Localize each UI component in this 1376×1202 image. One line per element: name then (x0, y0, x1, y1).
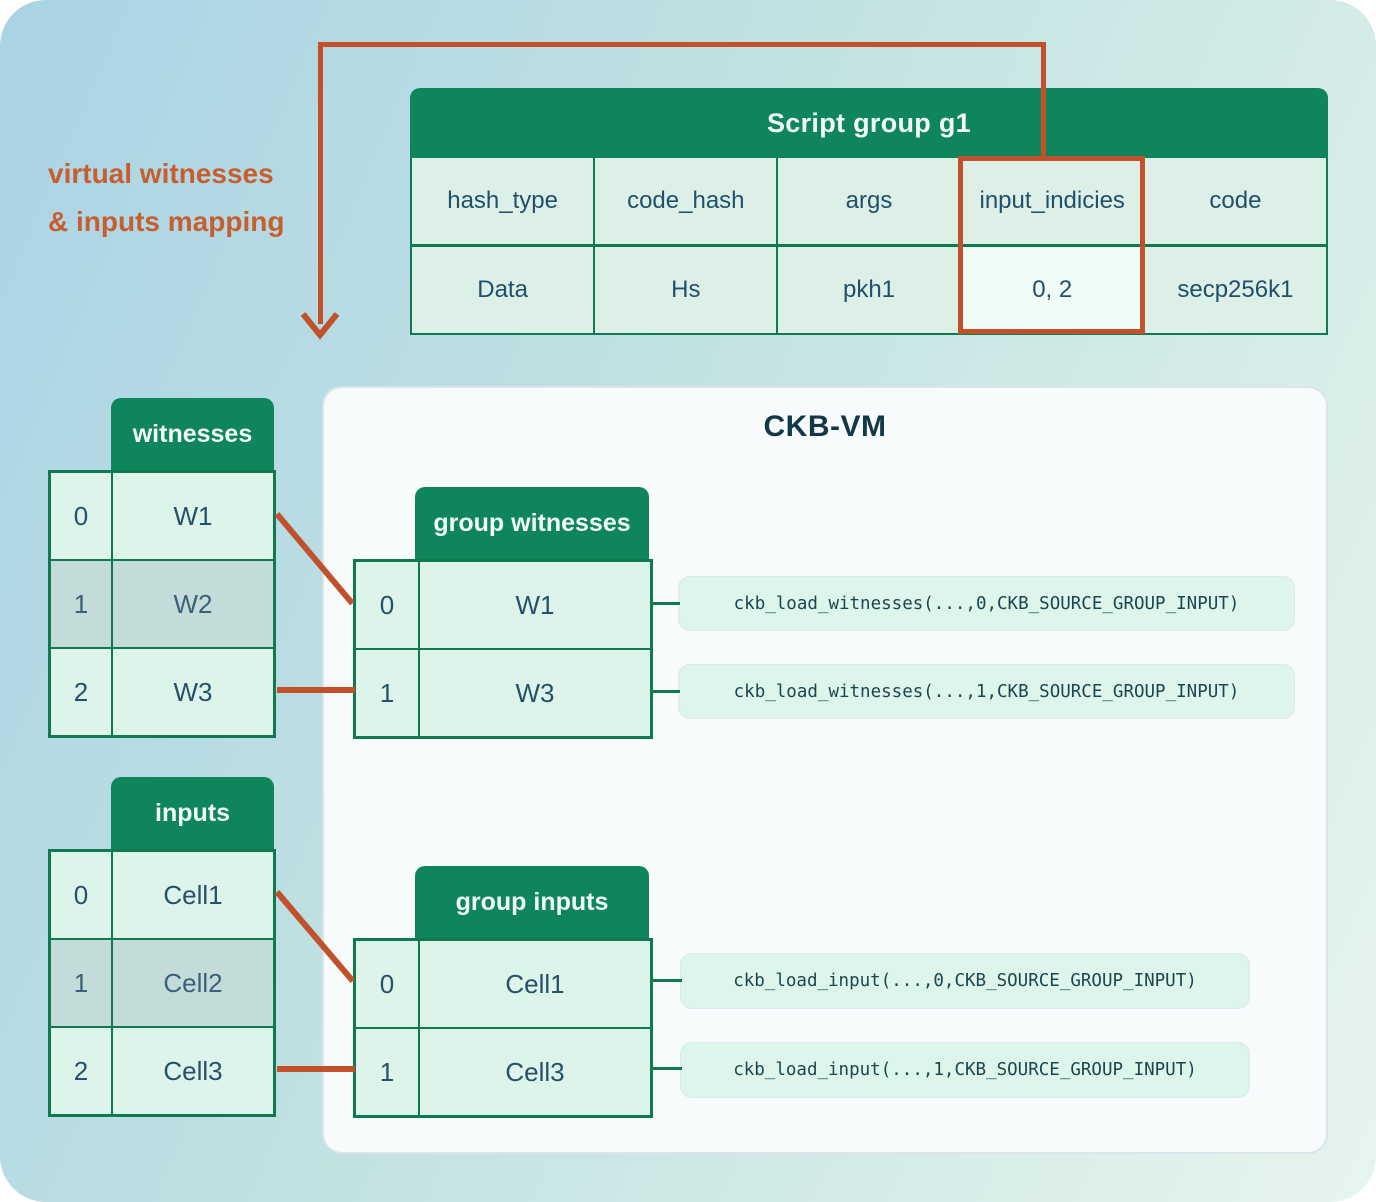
input-syscall-1: ckb_load_input(...,1,CKB_SOURCE_GROUP_IN… (680, 1042, 1250, 1098)
mapping-line-left (318, 42, 323, 324)
inputs-row2-index: 2 (51, 1028, 111, 1114)
witnesses-row2-value: W3 (113, 649, 273, 735)
witnesses-row0-value: W1 (113, 473, 273, 559)
mapping-annotation-line2: & inputs mapping (48, 206, 285, 237)
group-inputs-row0-index: 0 (356, 941, 418, 1027)
value-code: secp256k1 (1144, 247, 1327, 333)
inputs-table-body: 0 Cell1 1 Cell2 2 Cell3 (48, 849, 276, 1117)
inputs-row1-index: 1 (51, 940, 111, 1026)
mapping-annotation: virtual witnesses & inputs mapping (48, 150, 284, 246)
inputs-table-title: inputs (111, 777, 274, 849)
ckb-vm-title: CKB-VM (763, 410, 887, 443)
connector-input-0 (652, 979, 682, 982)
inputs-row0-index: 0 (51, 852, 111, 938)
group-witnesses-body: 0 W1 1 W3 (353, 559, 653, 739)
value-code-hash: Hs (595, 247, 779, 333)
witness-syscall-1: ckb_load_witnesses(...,1,CKB_SOURCE_GROU… (678, 664, 1295, 719)
column-code: code (1144, 158, 1327, 244)
connector-witness-1 (650, 690, 680, 693)
group-inputs-row1-index: 1 (356, 1029, 418, 1115)
witnesses-row2-index: 2 (51, 649, 111, 735)
group-witnesses-row1-value: W3 (420, 650, 650, 736)
group-inputs-row1-value: Cell3 (420, 1029, 650, 1115)
column-code-hash: code_hash (595, 158, 779, 244)
column-args: args (778, 158, 962, 244)
script-group-grid: hash_type code_hash args input_indicies … (410, 158, 1328, 335)
input-syscall-0: ckb_load_input(...,0,CKB_SOURCE_GROUP_IN… (680, 953, 1250, 1009)
mapping-annotation-line1: virtual witnesses (48, 158, 274, 189)
script-group-title: Script group g1 (410, 88, 1328, 158)
value-hash-type: Data (412, 247, 596, 333)
connector-input-1 (652, 1067, 682, 1070)
group-witnesses-row1-index: 1 (356, 650, 418, 736)
group-inputs-title: group inputs (415, 866, 649, 938)
mapping-w3-to-group (277, 687, 355, 693)
script-group-header-row: hash_type code_hash args input_indicies … (412, 158, 1327, 247)
group-witnesses-row0-value: W1 (420, 562, 650, 648)
mapping-line-right (1041, 42, 1046, 158)
witnesses-row1-value: W2 (113, 561, 273, 647)
mapping-arrowhead-icon (300, 312, 340, 340)
column-input-indicies: input_indicies (961, 158, 1145, 244)
group-witnesses-title: group witnesses (415, 487, 649, 559)
mapping-cell3-to-group (277, 1066, 355, 1072)
inputs-row1-value: Cell2 (113, 940, 273, 1026)
witnesses-row0-index: 0 (51, 473, 111, 559)
group-witnesses-row0-index: 0 (356, 562, 418, 648)
witnesses-table-body: 0 W1 1 W2 2 W3 (48, 470, 276, 738)
mapping-line-top (318, 42, 1046, 47)
script-group-table: Script group g1 hash_type code_hash args… (410, 88, 1328, 335)
connector-witness-0 (650, 602, 680, 605)
group-inputs-row0-value: Cell1 (420, 941, 650, 1027)
witness-syscall-0: ckb_load_witnesses(...,0,CKB_SOURCE_GROU… (678, 576, 1295, 631)
value-input-indicies: 0, 2 (961, 247, 1145, 333)
inputs-row0-value: Cell1 (113, 852, 273, 938)
witnesses-table-title: witnesses (111, 398, 274, 470)
script-group-value-row: Data Hs pkh1 0, 2 secp256k1 (412, 247, 1327, 333)
column-hash-type: hash_type (412, 158, 596, 244)
value-args: pkh1 (778, 247, 962, 333)
group-inputs-body: 0 Cell1 1 Cell3 (353, 938, 653, 1118)
inputs-row2-value: Cell3 (113, 1028, 273, 1114)
witnesses-row1-index: 1 (51, 561, 111, 647)
